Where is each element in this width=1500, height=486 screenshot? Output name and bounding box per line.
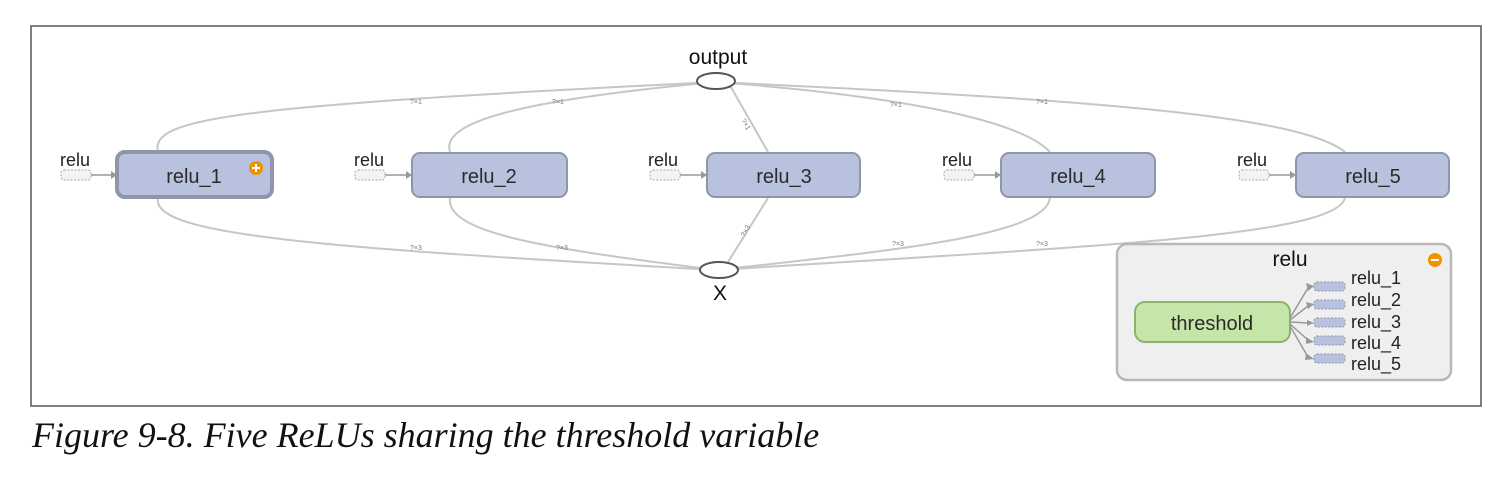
reference-stub-out-2 bbox=[1313, 299, 1346, 310]
module-box-relu-3[interactable] bbox=[706, 152, 861, 198]
module-box-relu-5[interactable] bbox=[1295, 152, 1450, 198]
minus-icon[interactable] bbox=[1428, 253, 1442, 267]
module-relu-4[interactable]: relu relu_4 bbox=[942, 150, 1156, 198]
scope-label-relu-1: relu bbox=[60, 150, 90, 170]
scope-output-label-1: relu_1 bbox=[1351, 268, 1401, 289]
arrowhead-icon bbox=[1307, 320, 1314, 326]
reference-stub-relu-3 bbox=[649, 169, 681, 181]
scope-output-label-3: relu_3 bbox=[1351, 312, 1401, 333]
edge-label-top-5: ?×1 bbox=[1036, 99, 1048, 106]
edge-label-top-2: ?×1 bbox=[552, 99, 564, 106]
reference-stub-out-3 bbox=[1313, 317, 1346, 328]
plus-icon[interactable] bbox=[249, 161, 263, 175]
module-label-relu-2: relu_2 bbox=[461, 166, 517, 188]
edge-label-bottom-1: ?×3 bbox=[410, 245, 422, 252]
threshold-label: threshold bbox=[1171, 313, 1253, 335]
edge-x-relu3 bbox=[727, 197, 769, 263]
module-label-relu-5: relu_5 bbox=[1345, 166, 1401, 188]
reference-stub-relu-4 bbox=[943, 169, 975, 181]
module-relu-1[interactable]: relu relu_1 bbox=[60, 150, 274, 199]
arrowhead-icon bbox=[1306, 302, 1314, 309]
module-label-relu-3: relu_3 bbox=[756, 166, 812, 188]
module-relu-2[interactable]: relu relu_2 bbox=[354, 150, 568, 198]
arrowhead-icon bbox=[995, 171, 1001, 179]
module-box-relu-1[interactable] bbox=[115, 150, 274, 199]
arrowhead-icon bbox=[111, 171, 117, 179]
reference-stub-out-4 bbox=[1313, 335, 1346, 346]
output-label: output bbox=[689, 46, 748, 69]
edge-x-relu1 bbox=[156, 197, 717, 271]
module-label-relu-4: relu_4 bbox=[1050, 166, 1106, 188]
output-node[interactable]: output bbox=[689, 46, 748, 90]
scope-output-label-2: relu_2 bbox=[1351, 290, 1401, 311]
fanout-arrowheads bbox=[1305, 283, 1314, 360]
input-x-label: X bbox=[713, 282, 727, 305]
edges-from-x bbox=[156, 197, 1346, 271]
fanout-edge-2 bbox=[1289, 305, 1309, 321]
edge-relu1-output bbox=[156, 81, 717, 153]
edge-relu4-output bbox=[715, 81, 1051, 153]
module-box-relu-4[interactable] bbox=[1000, 152, 1156, 198]
arrowhead-icon bbox=[1306, 283, 1314, 291]
arrowhead-icon bbox=[1306, 337, 1314, 344]
arrowhead-icon bbox=[1305, 353, 1314, 360]
module-relu-5[interactable]: relu relu_5 bbox=[1237, 150, 1450, 198]
arrowhead-icon bbox=[1290, 171, 1296, 179]
arrowhead-icon bbox=[701, 171, 707, 179]
reference-stub-relu-2 bbox=[354, 169, 386, 181]
scope-output-label-4: relu_4 bbox=[1351, 333, 1401, 354]
scope-panel-title: relu bbox=[1272, 248, 1307, 271]
reference-stub-relu-5 bbox=[1238, 169, 1270, 181]
edge-x-relu2 bbox=[448, 197, 717, 271]
reference-stub-relu-1 bbox=[60, 169, 92, 181]
output-ellipse[interactable] bbox=[696, 72, 736, 90]
reference-stub-out-1 bbox=[1313, 281, 1346, 292]
figure-caption: Figure 9-8. Five ReLUs sharing the thres… bbox=[32, 415, 820, 455]
scope-label-relu-4: relu bbox=[942, 150, 972, 170]
reference-stub-out-5 bbox=[1313, 353, 1346, 364]
output-reference-stubs bbox=[1313, 281, 1346, 364]
threshold-fanout-edges bbox=[1289, 287, 1309, 358]
edge-label-bottom-5: ?×3 bbox=[1036, 241, 1048, 248]
edge-relu3-output bbox=[727, 81, 769, 153]
module-box-relu-2[interactable] bbox=[411, 152, 568, 198]
edge-label-top-4: ?×1 bbox=[890, 102, 902, 109]
fanout-edge-1 bbox=[1289, 287, 1309, 319]
scope-label-relu-2: relu bbox=[354, 150, 384, 170]
edge-relu5-output bbox=[715, 81, 1346, 153]
fanout-edge-3 bbox=[1289, 321, 1309, 324]
input-x-ellipse[interactable] bbox=[699, 261, 739, 279]
expanded-scope-panel[interactable]: relu threshold bbox=[1115, 242, 1453, 382]
edge-x-relu5 bbox=[715, 197, 1346, 271]
scope-label-relu-3: relu bbox=[648, 150, 678, 170]
fanout-edge-4 bbox=[1289, 323, 1309, 341]
module-relu-3[interactable]: relu relu_3 bbox=[648, 150, 861, 198]
arrowhead-icon bbox=[406, 171, 412, 179]
edge-label-bottom-4: ?×3 bbox=[892, 241, 904, 248]
fanout-edge-5 bbox=[1289, 325, 1309, 358]
module-label-relu-1: relu_1 bbox=[166, 166, 222, 188]
input-x-node[interactable]: X bbox=[699, 261, 739, 305]
edge-label-top-1: ?×1 bbox=[410, 99, 422, 106]
edge-label-bottom-2: ?×3 bbox=[556, 245, 568, 252]
edges-to-output bbox=[156, 81, 1346, 153]
edge-x-relu4 bbox=[715, 197, 1051, 271]
edge-relu2-output bbox=[448, 81, 717, 153]
scope-label-relu-5: relu bbox=[1237, 150, 1267, 170]
scope-output-label-5: relu_5 bbox=[1351, 354, 1401, 375]
